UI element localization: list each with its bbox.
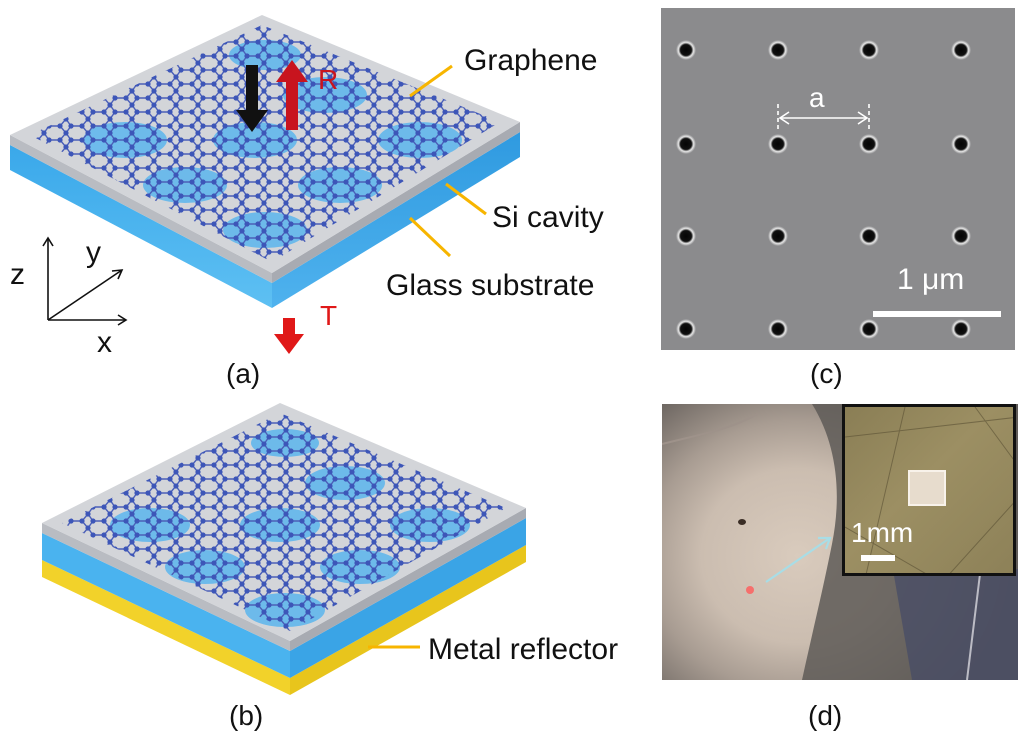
panel-b-diagram — [42, 403, 526, 695]
graphene-label: Graphene — [464, 44, 598, 77]
panel-d: 1mm (d) — [660, 404, 1024, 739]
hole-lattice — [676, 40, 1001, 339]
holes — [676, 40, 971, 339]
metal-reflector-label: Metal reflector — [428, 633, 619, 666]
device-chip — [908, 470, 946, 506]
laser-spot — [746, 586, 754, 594]
axes-icon — [42, 236, 128, 326]
incident-arrow-shaft — [246, 65, 258, 113]
scale-bar-label: 1 μm — [897, 263, 965, 296]
panel-b-tag: (b) — [229, 700, 264, 731]
panel-b: Metal reflector (b) — [0, 395, 660, 739]
scale-bar — [873, 311, 1001, 317]
si-cavity-label: Si cavity — [492, 201, 604, 234]
panel-c-tag: (c) — [810, 358, 843, 389]
transmitted-arrow-head — [274, 334, 304, 354]
panel-a-diagram — [10, 15, 520, 354]
sem-image: a 1 μm — [661, 8, 1015, 350]
inset-scale-bar — [861, 555, 895, 561]
inset-photo: 1mm — [842, 404, 1016, 576]
axis-y-label: y — [86, 236, 101, 269]
panel-d-tag: (d) — [808, 700, 843, 731]
axis-x-label: x — [97, 326, 112, 359]
graphene-callout-line — [409, 64, 453, 98]
inset-scale-label: 1mm — [851, 517, 914, 548]
panel-c: a 1 μm (c) — [660, 8, 1020, 398]
axis-z-label: z — [10, 258, 25, 291]
reflect-label: R — [318, 64, 339, 95]
panel-a: R T Graphene Si cavity Glass substrate z… — [0, 0, 650, 395]
transmitted-arrow-shaft — [283, 318, 295, 336]
pointer-arrow — [765, 536, 832, 583]
transmit-label: T — [320, 300, 338, 331]
glass-substrate-label: Glass substrate — [386, 269, 595, 302]
panel-a-tag: (a) — [226, 358, 261, 389]
period-marker — [777, 104, 870, 132]
si-cavity-callout-line — [445, 182, 487, 216]
glass-callout-line — [408, 216, 452, 258]
lattice-period-label: a — [809, 82, 825, 113]
reflected-arrow-head — [276, 60, 308, 82]
incident-arrow-head — [236, 110, 268, 132]
reflected-arrow-shaft — [286, 80, 298, 130]
device-photo: 1mm — [662, 404, 1018, 680]
